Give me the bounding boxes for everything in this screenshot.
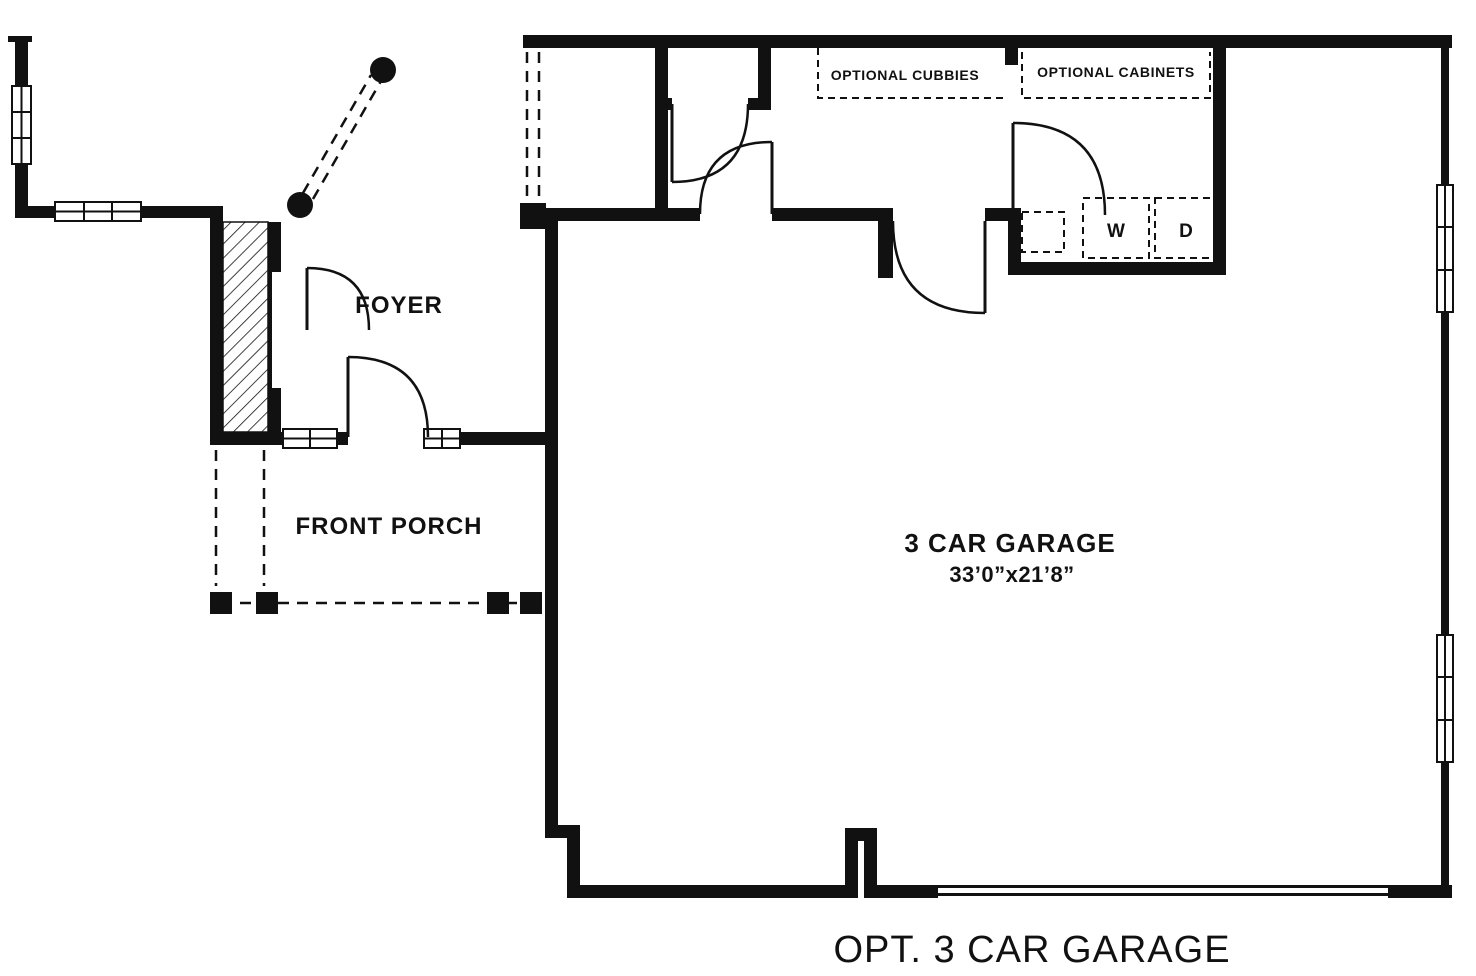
window: [282, 428, 338, 449]
dryer-outline: [1154, 197, 1219, 259]
laundry-door: [1011, 121, 1107, 216]
wall-segment: [864, 885, 938, 898]
wall-segment: [1213, 48, 1226, 275]
wall-segment: [1008, 262, 1226, 275]
wall-segment: [545, 208, 558, 838]
optional-cubbies-label: OPTIONAL CUBBIES: [831, 67, 980, 83]
doors: [305, 103, 1107, 438]
wall-segment: [567, 885, 845, 898]
garage-entry-door: [891, 220, 987, 315]
washer-label: W: [1107, 221, 1125, 242]
wall-segment: [758, 35, 771, 110]
porch-column: [370, 57, 396, 83]
washer-outline: [1082, 197, 1150, 259]
wall-segment: [268, 388, 281, 437]
wall-stub: [878, 221, 893, 278]
wall-segment: [8, 36, 32, 42]
labels: FOYER FRONT PORCH 3 CAR GARAGE 33’0”x21’…: [296, 64, 1230, 971]
optional-cabinets-outline: [1021, 52, 1211, 99]
porch-column: [287, 192, 313, 218]
garage-door: [938, 885, 1388, 896]
porch-post: [520, 592, 542, 614]
wall-segment: [15, 206, 55, 218]
wall-segment: [141, 206, 223, 218]
wall-segment: [1441, 48, 1449, 885]
wall-segment: [546, 208, 700, 221]
wall-segment: [337, 432, 348, 445]
wall-segment: [15, 162, 28, 218]
wall-pillar: [520, 203, 546, 229]
wall-segment: [1008, 208, 1021, 275]
closet-door: [670, 103, 750, 184]
stair-treads: [222, 221, 269, 433]
window: [1436, 184, 1454, 313]
wall-segment: [210, 218, 223, 437]
wall-segment: [1388, 885, 1452, 898]
window: [54, 201, 142, 222]
front-porch-label: FRONT PORCH: [296, 513, 483, 540]
walls: [8, 35, 1452, 898]
wall-segment: [772, 208, 893, 221]
garage-dimensions: 33’0”x21’8”: [949, 562, 1074, 587]
wall-segment: [845, 828, 858, 898]
dryer-label: D: [1179, 221, 1193, 242]
windows: [11, 85, 1454, 763]
roof-beam-line: [311, 80, 383, 200]
wall-segment: [567, 825, 580, 898]
stair-railing: [268, 272, 272, 388]
window: [1436, 634, 1454, 763]
wall-segment: [523, 35, 1452, 48]
window: [11, 85, 32, 165]
wall-segment: [15, 40, 28, 88]
front-door: [346, 355, 430, 438]
staircase: [222, 221, 269, 433]
wall-stub: [1005, 48, 1018, 65]
wall-segment: [655, 48, 668, 208]
porch-post: [256, 592, 278, 614]
porch-post: [210, 592, 232, 614]
garage-label: 3 CAR GARAGE: [904, 528, 1115, 558]
wall-segment: [460, 432, 558, 445]
wall-segment: [655, 98, 672, 110]
roof-beam-line: [301, 74, 373, 194]
optional-cubbies-outline: [817, 48, 1005, 99]
laundry-sink-outline: [1021, 211, 1065, 253]
foyer-label: FOYER: [355, 292, 443, 319]
window: [423, 428, 461, 449]
wall-segment: [268, 222, 281, 272]
plan-title: OPT. 3 CAR GARAGE: [833, 929, 1230, 971]
optional-cabinets-label: OPTIONAL CABINETS: [1037, 64, 1195, 80]
hall-door: [698, 140, 774, 215]
wall-segment: [864, 828, 877, 898]
foyer-door: [305, 266, 371, 331]
porch-post: [487, 592, 509, 614]
wall-segment: [210, 432, 283, 445]
optional-features: [210, 48, 1219, 614]
